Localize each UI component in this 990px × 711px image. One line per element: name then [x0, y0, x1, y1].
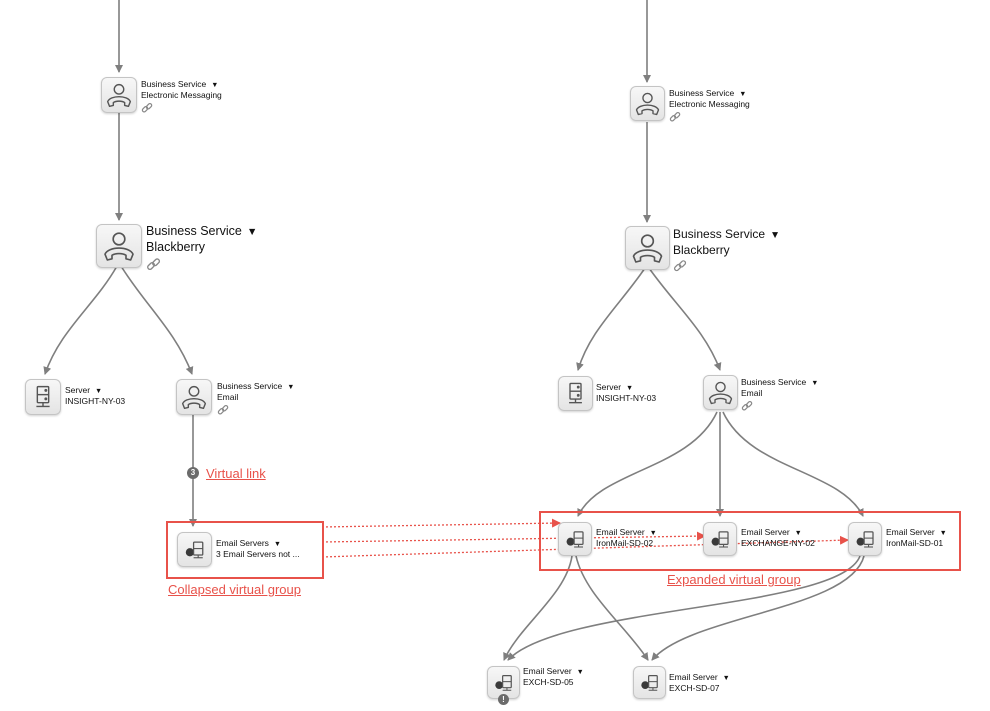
virtual-link-label: Virtual link [206, 466, 266, 481]
node-type: Business Service▼ [141, 79, 219, 89]
dropdown-caret-icon[interactable]: ▼ [626, 383, 634, 392]
edge-right-bb-email [648, 267, 722, 371]
edge-left-bb-srv [43, 265, 118, 375]
node-name: Blackberry [673, 243, 730, 257]
node-type: Email Servers▼ [216, 538, 282, 548]
dropdown-caret-icon[interactable]: ▼ [273, 539, 282, 548]
node-type: Business Service▼ [669, 88, 747, 98]
node-name: IronMail-SD-01 [886, 538, 944, 548]
node-type: Email Server▼ [886, 527, 947, 537]
link-icon[interactable] [673, 259, 780, 273]
node-name: EXCH-SD-05 [523, 677, 574, 687]
node-type: Business Service▼ [217, 381, 295, 391]
dropdown-caret-icon[interactable]: ▼ [811, 378, 819, 387]
node-type: Business Service▼ [146, 224, 258, 238]
node-type: Business Service▼ [741, 377, 819, 387]
collapsed-group-label: Collapsed virtual group [168, 582, 301, 597]
edge-ironmail02-exch07 [575, 555, 649, 661]
node-name: Email [741, 388, 763, 398]
dropdown-caret-icon[interactable]: ▼ [722, 673, 730, 682]
business-service-icon [176, 379, 212, 415]
business-service-icon [703, 375, 738, 410]
dropdown-caret-icon[interactable]: ▼ [939, 528, 947, 537]
server-icon [558, 376, 593, 411]
link-icon[interactable] [741, 400, 818, 412]
email-server-icon [487, 666, 520, 699]
dropdown-caret-icon[interactable]: ▼ [794, 528, 802, 537]
node-type: Business Service▼ [673, 227, 781, 241]
expanded-group-label: Expanded virtual group [667, 572, 801, 587]
node-type: Email Server▼ [523, 666, 584, 676]
email-server-group-icon [177, 532, 212, 567]
node-type: Email Server▼ [669, 672, 730, 682]
collapsed-group-frame [166, 521, 324, 579]
link-icon[interactable] [217, 404, 294, 416]
node-name: INSIGHT-NY-03 [596, 393, 657, 403]
dropdown-caret-icon[interactable]: ▼ [246, 226, 258, 238]
dropdown-caret-icon[interactable]: ▼ [649, 528, 657, 537]
link-icon[interactable] [669, 111, 750, 123]
email-server-icon [633, 666, 666, 699]
dropdown-caret-icon[interactable]: ▼ [211, 80, 219, 89]
virtual-link-count-badge[interactable]: 3 [187, 467, 199, 479]
business-service-icon [101, 77, 137, 113]
expanded-group-frame [539, 511, 961, 571]
node-type: Server▼ [65, 385, 103, 395]
node-name: IronMail-SD-02 [596, 538, 654, 548]
link-icon[interactable] [141, 102, 222, 114]
node-name: INSIGHT-NY-03 [65, 396, 126, 406]
server-icon [25, 379, 61, 415]
edge-ironmail02-exch05 [503, 555, 573, 661]
node-name: Electronic Messaging [141, 90, 222, 100]
alert-icon[interactable]: ! [498, 694, 509, 705]
edge-right-bb-srv [576, 267, 646, 371]
virtual-edge-ironmail02 [321, 518, 561, 528]
business-service-icon [625, 226, 670, 270]
dropdown-caret-icon[interactable]: ▼ [576, 667, 584, 676]
link-icon[interactable] [146, 257, 257, 272]
node-name: EXCH-SD-07 [669, 683, 720, 693]
email-server-icon [848, 522, 882, 556]
edge-email-ironmail01 [722, 411, 864, 517]
edge-left-bb-email [120, 265, 194, 375]
node-type: Email Server▼ [596, 527, 657, 537]
dropdown-caret-icon[interactable]: ▼ [770, 230, 781, 241]
dropdown-caret-icon[interactable]: ▼ [739, 89, 747, 98]
email-server-icon [703, 522, 737, 556]
business-service-icon [96, 224, 142, 268]
node-name: EXCHANGE-NY-02 [741, 538, 815, 548]
node-type: Server▼ [596, 382, 634, 392]
node-type: Email Server▼ [741, 527, 802, 537]
dropdown-caret-icon[interactable]: ▼ [95, 386, 103, 395]
business-service-icon [630, 86, 665, 121]
email-server-icon [558, 522, 592, 556]
edge-ironmail01-exch05 [507, 555, 861, 661]
node-name: Email [217, 392, 239, 402]
node-name: 3 Email Servers not ... [216, 549, 300, 559]
edge-email-ironmail02 [577, 411, 718, 517]
node-name: Electronic Messaging [669, 99, 750, 109]
dropdown-caret-icon[interactable]: ▼ [287, 382, 295, 391]
edge-ironmail01-exch07 [651, 555, 865, 661]
node-name: Blackberry [146, 240, 206, 254]
